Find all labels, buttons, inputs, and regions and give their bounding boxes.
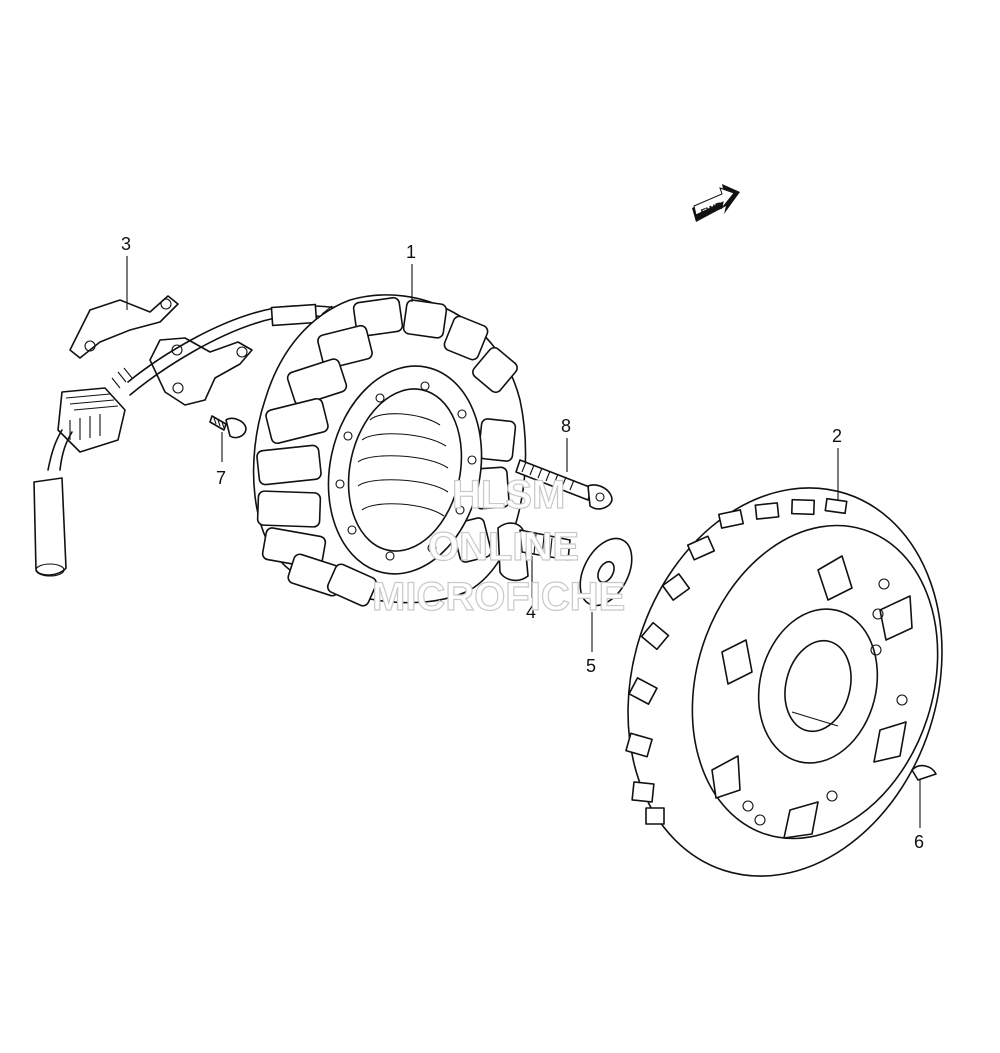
callout-4: 4 xyxy=(526,602,536,622)
watermark-line-3: MICROFICHE xyxy=(372,575,625,619)
stator-mount-holes xyxy=(335,381,477,561)
stator-bore-threads xyxy=(357,413,449,517)
washer-part-5 xyxy=(579,537,633,607)
flywheel-rotor-part-2 xyxy=(625,487,943,877)
rotor-small-holes xyxy=(742,578,908,826)
callout-5: 5 xyxy=(586,656,596,676)
rotor-rim-slots xyxy=(625,497,848,825)
flywheel-bolt-part-8 xyxy=(515,459,613,510)
callout-6: 6 xyxy=(914,832,924,852)
wire-harness-bracket xyxy=(33,295,353,577)
callout-3: 3 xyxy=(121,234,131,254)
stator-coil-assembly xyxy=(252,294,527,607)
watermark-line-1: HLSM xyxy=(452,473,565,517)
callout-7: 7 xyxy=(216,468,226,488)
stator-pole-blocks xyxy=(256,296,518,607)
bolt-part-4 xyxy=(497,522,571,582)
callout-8: 8 xyxy=(561,416,571,436)
callout-leader-lines xyxy=(126,256,921,828)
callout-1: 1 xyxy=(406,242,416,262)
watermark-line-2: ONLINE xyxy=(428,525,579,569)
fwd-arrow-icon: FWD xyxy=(692,184,740,222)
callout-2: 2 xyxy=(832,426,842,446)
watermark: HLSM ONLINE MICROFICHE xyxy=(371,472,626,619)
rotor-magnet-teeth xyxy=(711,555,913,839)
wire-tape-wrap xyxy=(111,305,351,389)
woodruff-key-part-6 xyxy=(911,764,937,781)
callout-labels: 3 1 2 8 7 4 5 6 xyxy=(121,234,924,852)
stator-screw-part-7 xyxy=(209,415,247,439)
